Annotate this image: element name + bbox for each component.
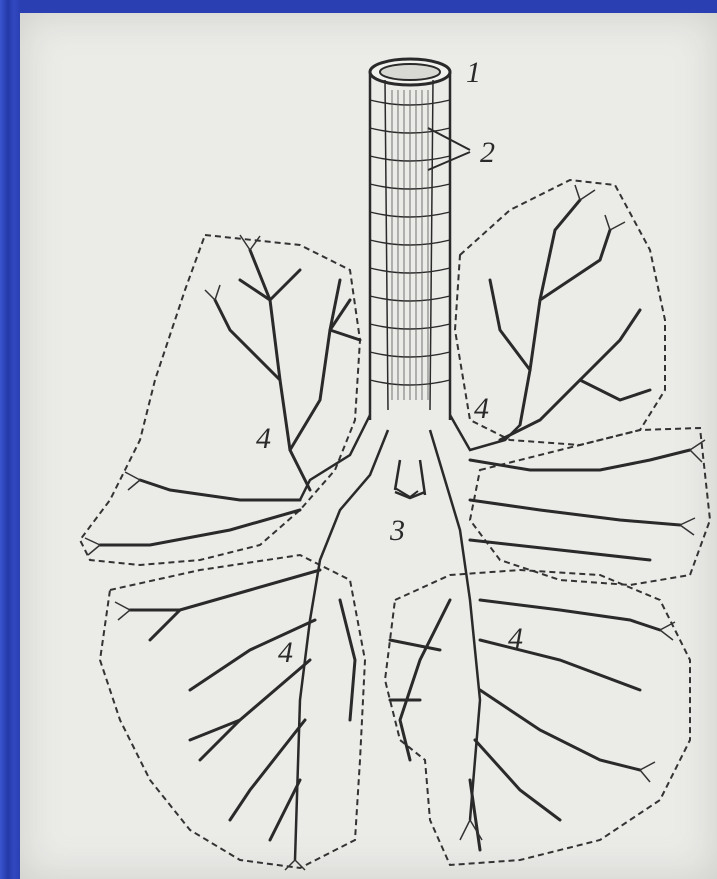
right-branches [100, 250, 360, 840]
lobe-outline-lower-right [100, 555, 365, 868]
label-lobe-lower-right: 4 [278, 636, 293, 669]
label-lobe-lower-left: 4 [508, 622, 523, 655]
label-lobe-upper-left: 4 [474, 392, 489, 425]
left-branches [390, 200, 690, 850]
main-bronchi [295, 415, 520, 860]
label-lobe-upper-right: 4 [256, 422, 271, 455]
label-main-bronchi: 3 [389, 514, 405, 547]
lobe-outline-upper-right [80, 235, 360, 565]
label-cartilage-rings: 2 [480, 136, 495, 169]
lobe-outline-lower-left [385, 570, 690, 865]
label-trachea: 1 [466, 56, 481, 89]
trachea [370, 59, 450, 420]
